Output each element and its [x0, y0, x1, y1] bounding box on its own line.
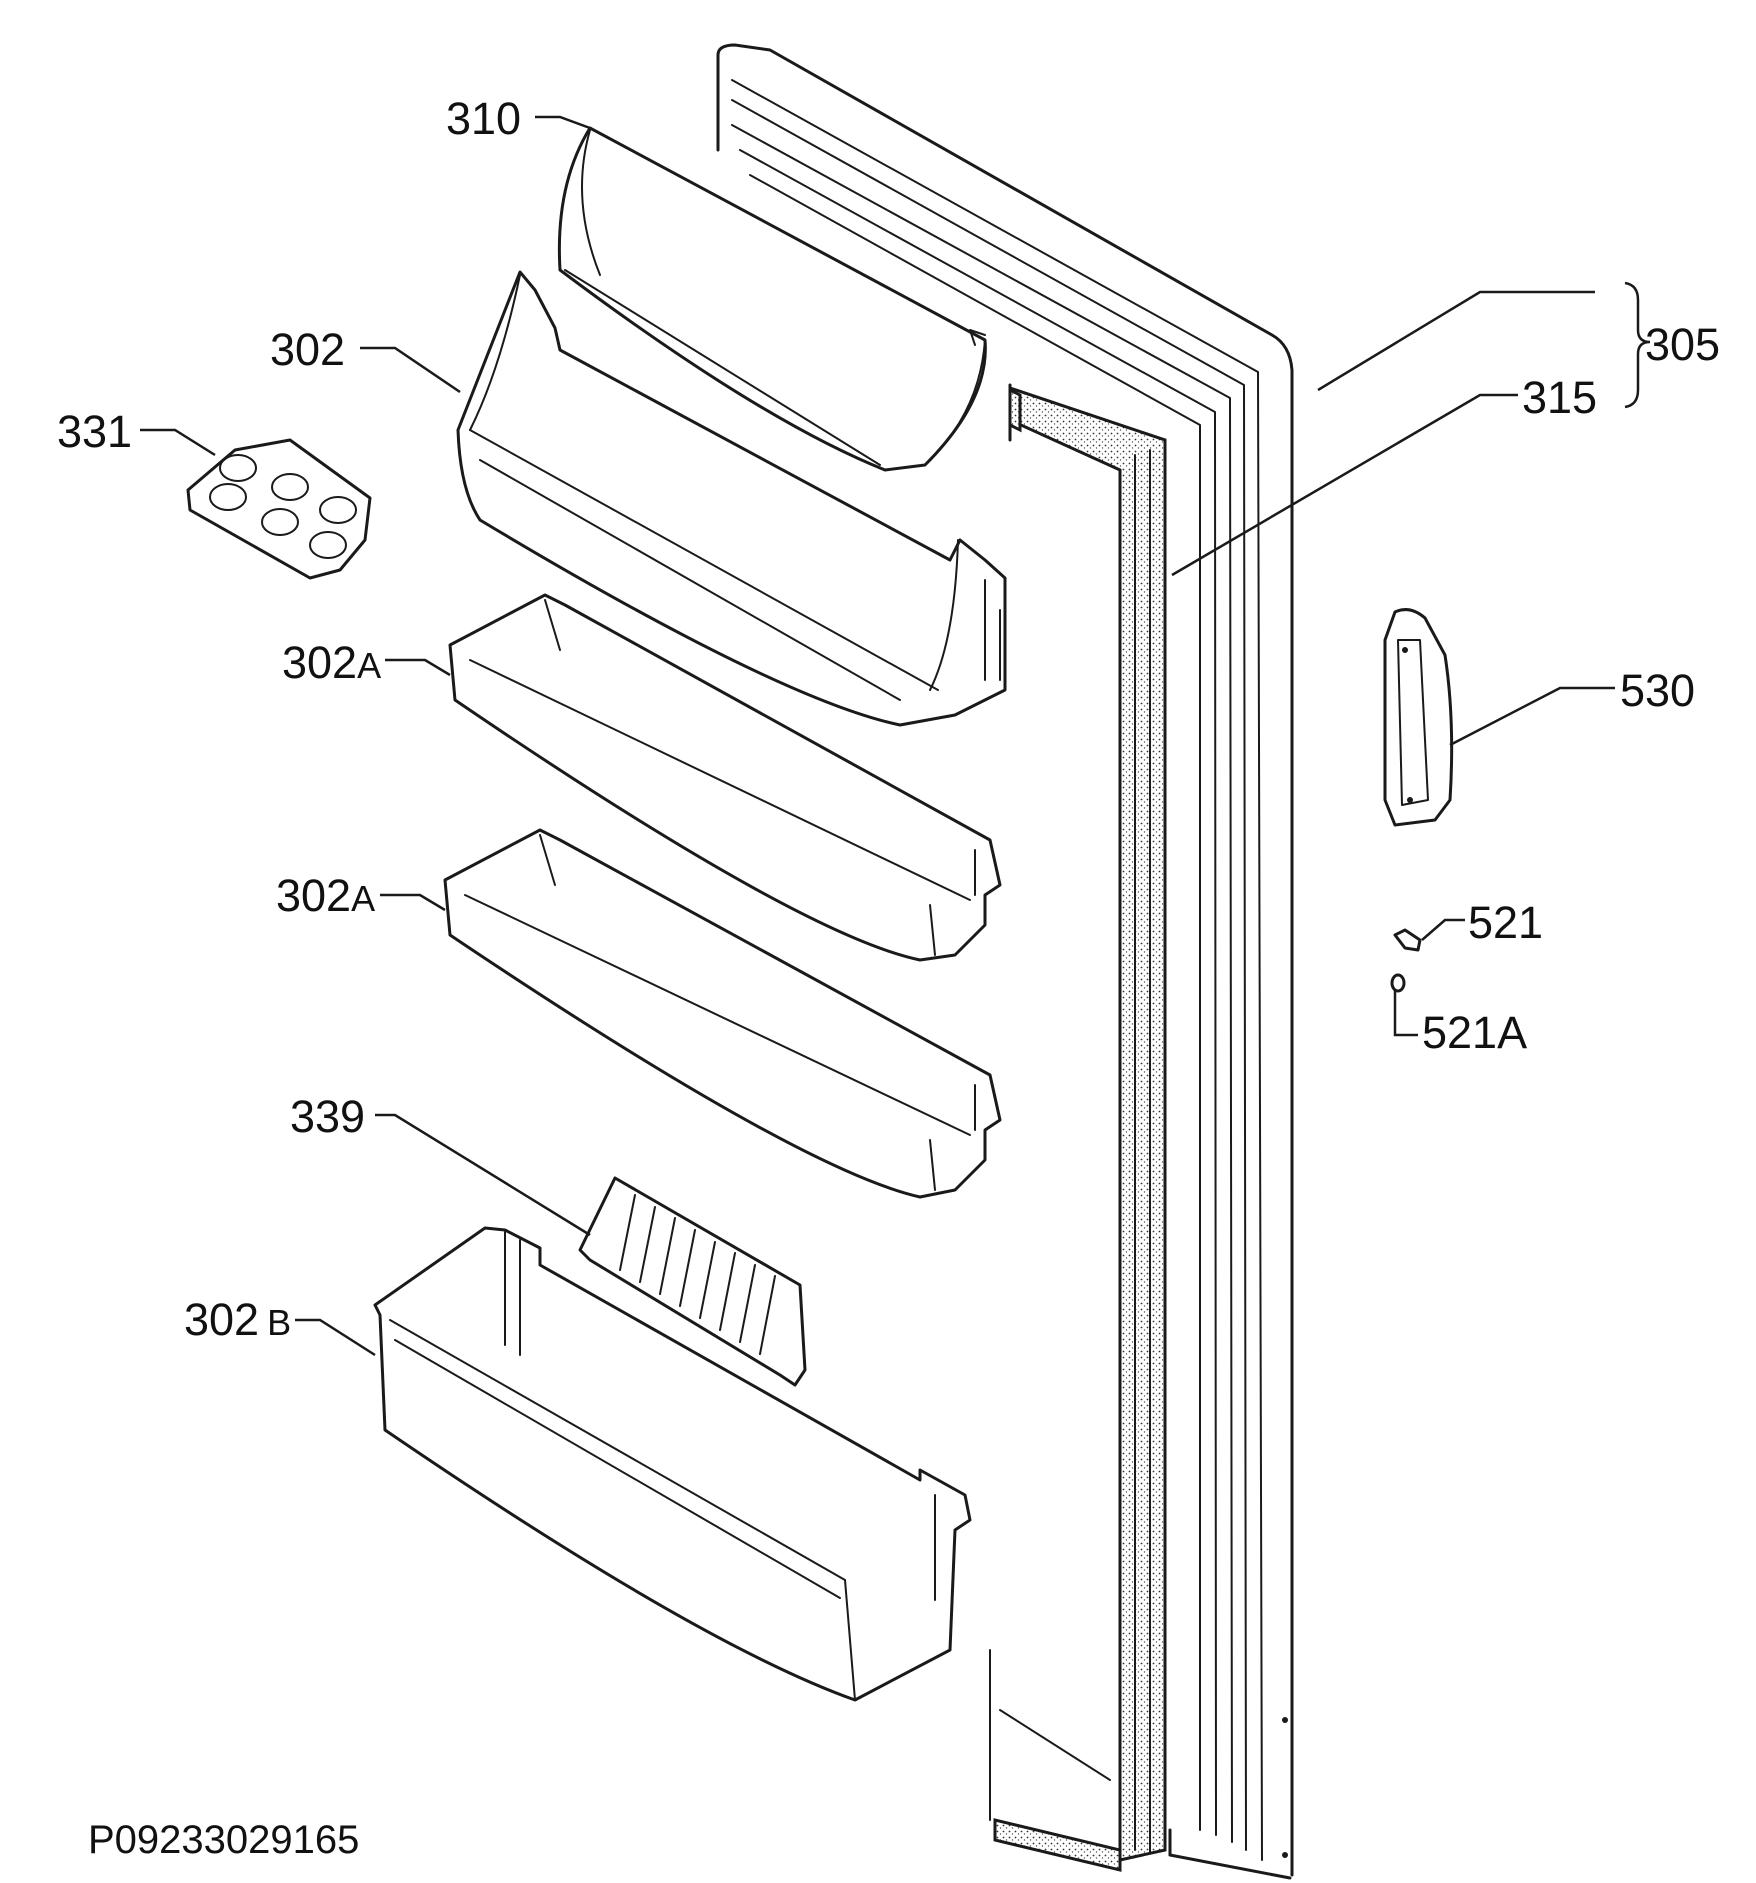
part-521A-washer [1390, 973, 1406, 993]
callout-302B-number: 302 [184, 1294, 260, 1345]
callout-302A-2-number: 302 [276, 870, 352, 921]
part-521-screw [1393, 928, 1422, 952]
callout-302A-1-number: 302 [282, 637, 358, 688]
callout-521A: 521A [1422, 1007, 1528, 1058]
callout-305: 305 [1645, 319, 1721, 370]
callout-331: 331 [57, 406, 133, 457]
door-panel [716, 43, 1294, 1880]
part-302B-bottle-shelf [373, 1226, 972, 1702]
part-310-shelf-lid [557, 126, 987, 472]
part-302-door-shelf [456, 270, 1007, 727]
callout-310: 310 [446, 93, 522, 144]
callout-521: 521 [1468, 897, 1544, 948]
leader-lines [140, 115, 1651, 1357]
callout-302: 302 [270, 324, 346, 375]
callout-302B-suffix: B [267, 1302, 292, 1343]
part-302A-door-shelf-1 [448, 593, 1002, 962]
callout-302A-1-suffix: A [357, 645, 382, 686]
part-339-bottle-divider [578, 1176, 807, 1387]
door-gasket [989, 383, 1167, 1872]
part-331-egg-tray [186, 438, 372, 580]
callout-530: 530 [1620, 665, 1696, 716]
part-302A-door-shelf-2 [443, 828, 1002, 1199]
callout-339: 339 [290, 1091, 366, 1142]
callout-302A-2: 302A [276, 873, 375, 918]
drawing-id: P09233029165 [88, 1818, 360, 1862]
part-530-door-handle [1383, 608, 1454, 827]
callout-315: 315 [1522, 372, 1598, 423]
callout-302A-2-suffix: A [351, 878, 376, 919]
callout-302A-1: 302A [282, 640, 381, 685]
